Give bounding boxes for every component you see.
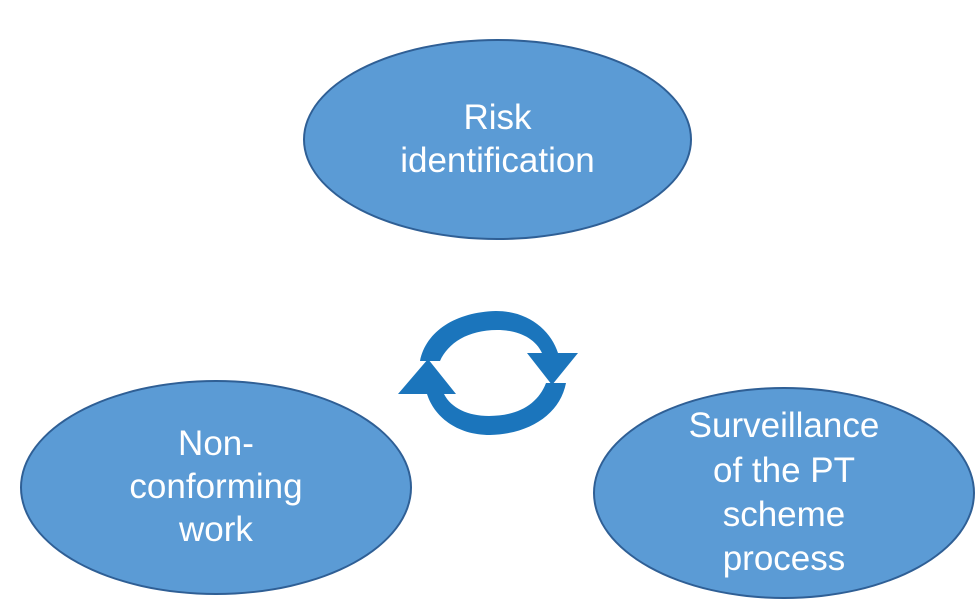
cycle-arrow-top bbox=[420, 311, 578, 385]
node-surveillance-process-label: Surveillance of the PT scheme process bbox=[688, 406, 880, 579]
node-risk-identification: Risk identification bbox=[303, 39, 692, 240]
node-non-conforming-work-label: Non- conforming work bbox=[129, 424, 303, 549]
cycle-arrows-icon bbox=[398, 311, 578, 435]
node-risk-identification-label: Risk identification bbox=[400, 97, 595, 180]
node-surveillance-process: Surveillance of the PT scheme process bbox=[593, 387, 975, 599]
node-non-conforming-work: Non- conforming work bbox=[20, 380, 412, 595]
cycle-arrow-bottom bbox=[398, 359, 566, 435]
